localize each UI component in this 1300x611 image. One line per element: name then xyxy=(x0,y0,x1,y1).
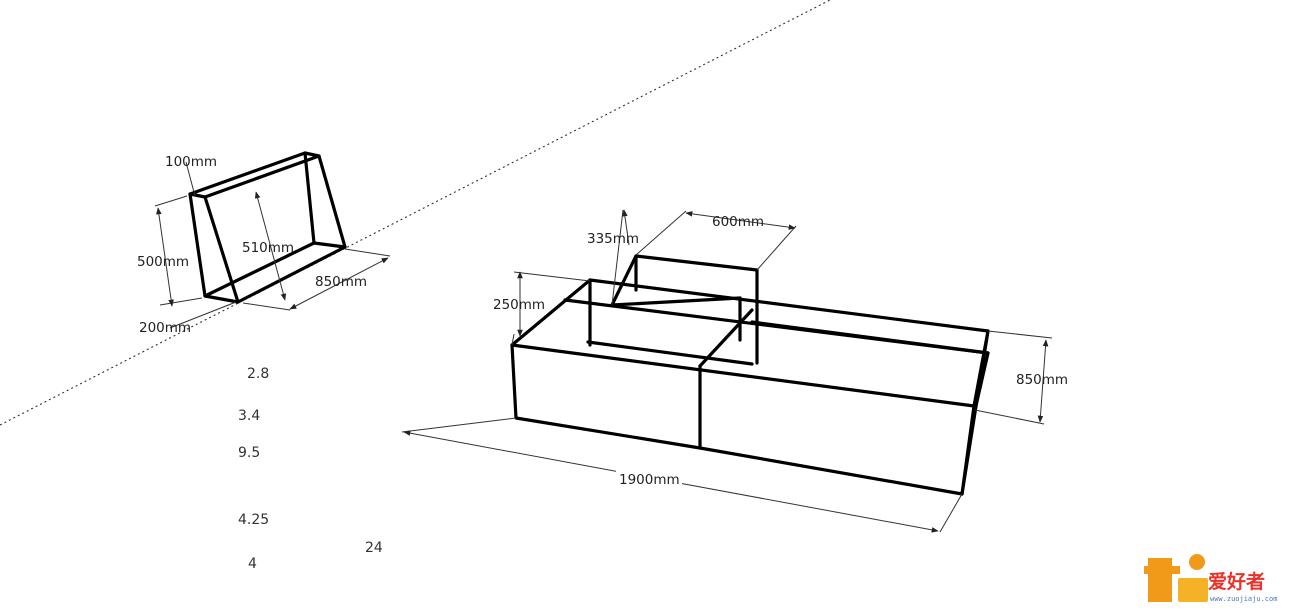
note-value: 9.5 xyxy=(238,445,260,461)
dim-bottom-depth: 200mm xyxy=(139,320,191,336)
watermark-logo: 爱好者 www.zuojiaju.com xyxy=(1144,554,1277,603)
base-dimensions xyxy=(401,209,1053,533)
note-value: 3.4 xyxy=(238,408,260,424)
dim-left-height: 250mm xyxy=(493,297,545,313)
dim-backrest-width: 850mm xyxy=(315,274,367,290)
dim-upper-offset: 335mm xyxy=(587,231,639,247)
axis-line xyxy=(0,0,831,426)
sofa-base-model xyxy=(510,254,990,496)
dim-upper-width: 600mm xyxy=(712,214,764,230)
backrest-model xyxy=(188,151,347,304)
note-value: 4 xyxy=(248,556,257,572)
note-value: 24 xyxy=(365,540,383,556)
backrest-dimensions xyxy=(154,161,391,329)
dim-total-length: 1900mm xyxy=(619,472,680,488)
logo-chars: 爱好者 xyxy=(1208,570,1265,593)
note-value: 4.25 xyxy=(238,512,269,528)
dim-slant-height: 510mm xyxy=(242,240,294,256)
dim-back-height: 500mm xyxy=(137,254,189,270)
logo-url: www.zuojiaju.com xyxy=(1210,595,1277,603)
note-value: 2.8 xyxy=(247,366,269,382)
dim-top-depth: 100mm xyxy=(165,154,217,170)
dim-right-depth: 850mm xyxy=(1016,372,1068,388)
